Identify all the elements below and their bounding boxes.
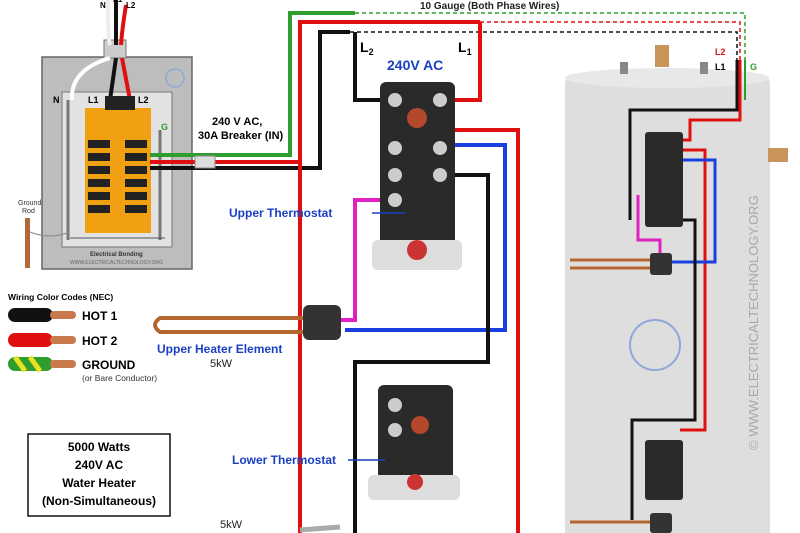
bulb-icon <box>629 319 681 371</box>
supply-label-1: 240 V AC, <box>212 116 262 128</box>
info-line-3: Water Heater <box>62 476 136 490</box>
legend-ground: GROUND <box>82 358 136 372</box>
legend-ground-sub: (or Bare Conductor) <box>82 373 157 383</box>
l1-label: L1 <box>458 39 472 57</box>
water-heater-tank: L2 L1 G © WWW.ELECTRICALTECHNOLOGY.ORG <box>565 45 788 533</box>
tank-g-label: G <box>750 62 757 72</box>
upper-thermostat <box>372 82 462 270</box>
voltage-label: 240V AC <box>387 57 443 73</box>
lower-heater-element <box>299 524 341 533</box>
tank-l2-label: L2 <box>715 47 726 57</box>
ground-rod-label: Ground <box>18 200 41 207</box>
ground-rod-label-2: Rod <box>22 208 35 215</box>
supply-label-2: 30A Breaker (IN) <box>198 130 284 142</box>
ground-rod: Ground Rod <box>18 200 71 268</box>
terminal-n: N <box>53 95 60 105</box>
panel-bulb-icon <box>165 68 185 88</box>
legend-hot2: HOT 2 <box>82 334 118 348</box>
info-box: 5000 Watts 240V AC Water Heater (Non-Sim… <box>27 433 171 517</box>
legend-swatch-hot2 <box>8 333 53 347</box>
cable-label-n: N <box>100 1 106 10</box>
lower-thermostat <box>368 385 460 500</box>
terminal-g: G <box>161 122 168 132</box>
l2-label: L2 <box>360 39 374 57</box>
panel-website: WWW.ELECTRICALTECHNOLOGY.ORG <box>70 260 163 266</box>
upper-element-label: Upper Heater Element <box>157 342 282 356</box>
terminal-l2: L2 <box>138 95 149 105</box>
cable-label-l1: L1 <box>113 0 123 4</box>
upper-heater-element <box>153 305 341 340</box>
terminal-l1: L1 <box>88 95 99 105</box>
legend-hot1: HOT 1 <box>82 309 118 323</box>
legend-swatch-hot1 <box>8 308 53 322</box>
legend-title: Wiring Color Codes (NEC) <box>8 292 113 302</box>
top-note: 10 Gauge (Both Phase Wires) <box>420 1 559 12</box>
thermostat-wiring <box>330 22 520 533</box>
bonding-label: Electrical Bonding <box>90 252 143 258</box>
cable-label-l2: L2 <box>126 1 136 10</box>
tank-watermark: © WWW.ELECTRICALTECHNOLOGY.ORG <box>746 195 761 450</box>
info-line-4: (Non-Simultaneous) <box>42 494 156 508</box>
breaker-panel: N L1 L2 N L1 L2 G Electrical Bonding WWW… <box>41 0 193 270</box>
info-line-2: 240V AC <box>75 458 124 472</box>
upper-element-power: 5kW <box>210 358 233 370</box>
wiring-legend: Wiring Color Codes (NEC) HOT 1 HOT 2 GRO… <box>8 292 157 383</box>
upper-thermostat-label: Upper Thermostat <box>229 206 332 220</box>
lower-thermostat-label: Lower Thermostat <box>232 453 336 467</box>
tank-l1-label: L1 <box>715 62 726 72</box>
lower-element-power: 5kW <box>220 519 243 531</box>
info-line-1: 5000 Watts <box>68 440 131 454</box>
